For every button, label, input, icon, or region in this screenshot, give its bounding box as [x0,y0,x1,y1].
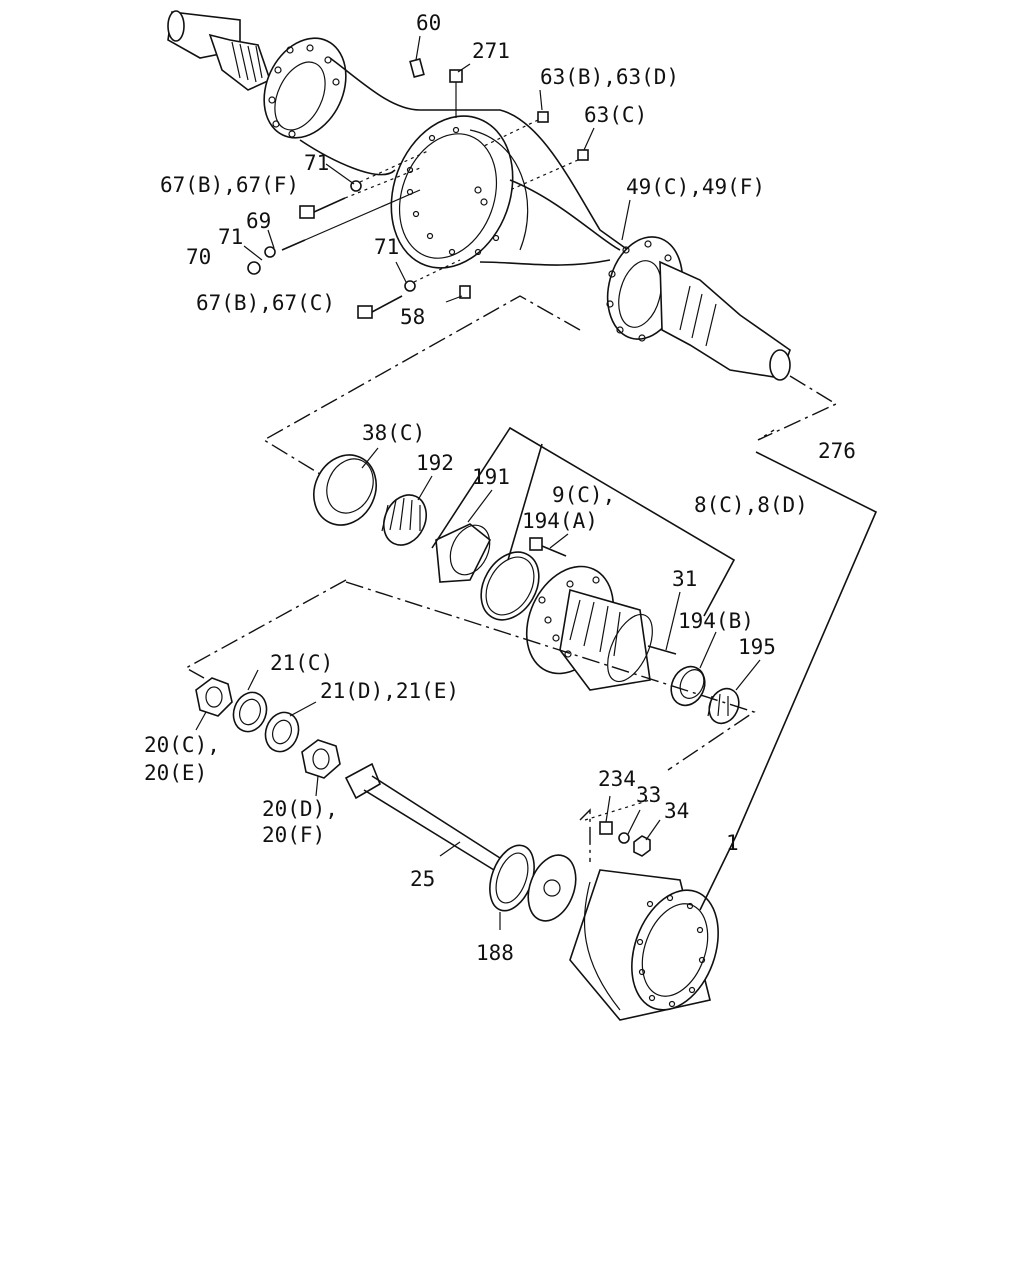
shaft-and-drum [344,762,719,1021]
label-234: 234 [598,767,636,791]
label-49: 49(C),49(F) [626,175,765,199]
label-8cd: 8(C),8(D) [694,493,808,517]
label-191: 191 [472,465,510,489]
label-195: 195 [738,635,776,659]
label-70: 70 [186,245,211,269]
label-9c: 9(C), [552,483,615,507]
part-labels: 60 271 63(B),63(D) 63(C) 71 67(B),67(F) … [144,11,856,965]
label-67bf: 67(B),67(F) [160,173,299,197]
label-63c: 63(C) [584,103,647,127]
label-31: 31 [672,567,697,591]
label-71b: 71 [218,225,243,249]
label-20d: 20(D), [262,797,338,821]
label-69: 69 [246,209,271,233]
label-1: 1 [726,831,739,855]
label-20c: 20(C), [144,733,220,757]
label-33: 33 [636,783,661,807]
label-271: 271 [472,39,510,63]
label-20f: 20(F) [262,823,325,847]
label-21c: 21(C) [270,651,333,675]
label-34: 34 [664,799,689,823]
label-188: 188 [476,941,514,965]
hub-components [313,454,740,725]
label-58: 58 [400,305,425,329]
label-63bd: 63(B),63(D) [540,65,679,89]
label-38c: 38(C) [362,421,425,445]
label-194a: 194(A) [522,509,598,533]
label-192: 192 [416,451,454,475]
label-60: 60 [416,11,441,35]
label-71a: 71 [304,151,329,175]
leader-lines [184,35,878,930]
label-71c: 71 [374,235,399,259]
label-67bc: 67(B),67(C) [196,291,335,315]
label-25: 25 [410,867,435,891]
label-21de: 21(D),21(E) [320,679,459,703]
axle-housing [167,10,791,381]
label-194b: 194(B) [678,609,754,633]
label-276: 276 [818,439,856,463]
nuts-and-washers [195,677,341,779]
label-20e: 20(E) [144,761,207,785]
